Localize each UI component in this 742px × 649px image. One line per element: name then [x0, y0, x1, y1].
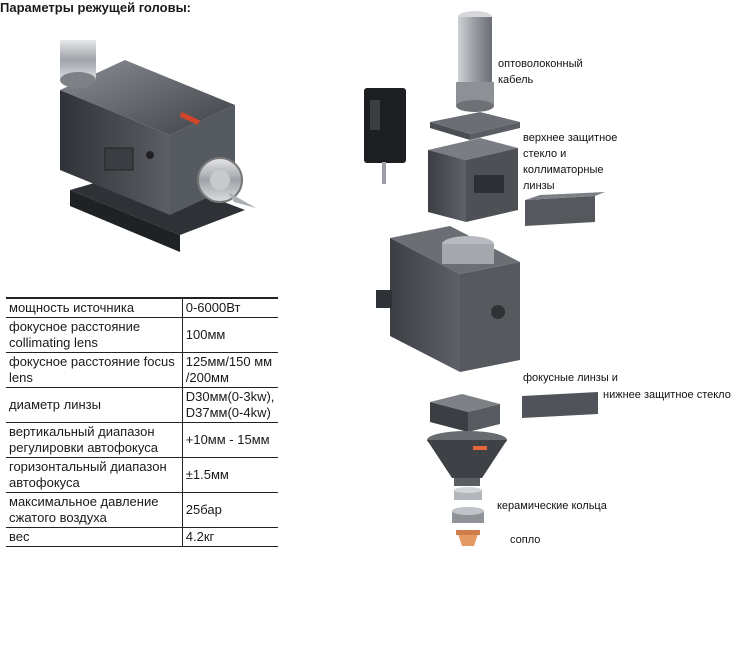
param-key: горизонтальный диапазон автофокуса: [6, 457, 183, 493]
ceramic-ring-part: [452, 487, 484, 523]
collimator-part: [428, 138, 518, 222]
params-row: вертикальный диапазон регулировки автофо…: [6, 422, 278, 458]
param-value: 125мм/150 мм /200мм: [182, 352, 278, 388]
param-key: вес: [6, 527, 183, 547]
focus-lens-part: [430, 394, 500, 432]
label-nozzle: сопло: [510, 534, 541, 546]
params-title: Параметры режущей головы:: [0, 0, 192, 15]
param-key: фокусное расстояние collimating lens: [6, 317, 183, 353]
cutting-head-photo: [60, 40, 256, 252]
param-value: ±1.5мм: [182, 457, 278, 493]
param-value: 0-6000Вт: [182, 297, 278, 318]
param-key: диаметр линзы: [6, 387, 183, 423]
param-value: +10мм - 15мм: [182, 422, 278, 458]
fiber-connector-part: [456, 11, 494, 112]
param-key: максимальное давление сжатого воздуха: [6, 492, 183, 528]
param-value: 25бар: [182, 492, 278, 528]
param-key: вертикальный диапазон регулировки автофо…: [6, 422, 183, 458]
params-row: горизонтальный диапазон автофокуса±1.5мм: [6, 457, 278, 493]
label-lower-glass: нижнее защитное стекло: [603, 389, 731, 401]
nozzle-holder-part: [427, 431, 507, 486]
label-upper-glass: верхнее защитное стекло и коллиматорные …: [523, 132, 618, 192]
exploded-view: [364, 11, 605, 546]
label-ceramic-rings: керамические кольца: [497, 500, 607, 512]
nozzle-part: [456, 530, 480, 546]
label-fiber-cable: оптоволоконный кабель: [498, 58, 583, 86]
param-value: 100мм: [182, 317, 278, 353]
main-body-part: [376, 226, 520, 372]
param-value: D30мм(0-3kw), D37мм(0-4kw): [182, 387, 278, 423]
param-key: фокусное расстояние focus lens: [6, 352, 183, 388]
sensor-module-part: [364, 88, 406, 184]
param-value: 4.2кг: [182, 527, 278, 547]
param-key: мощность источника: [6, 297, 183, 318]
label-focus-lens: фокусные линзы и: [523, 372, 618, 384]
